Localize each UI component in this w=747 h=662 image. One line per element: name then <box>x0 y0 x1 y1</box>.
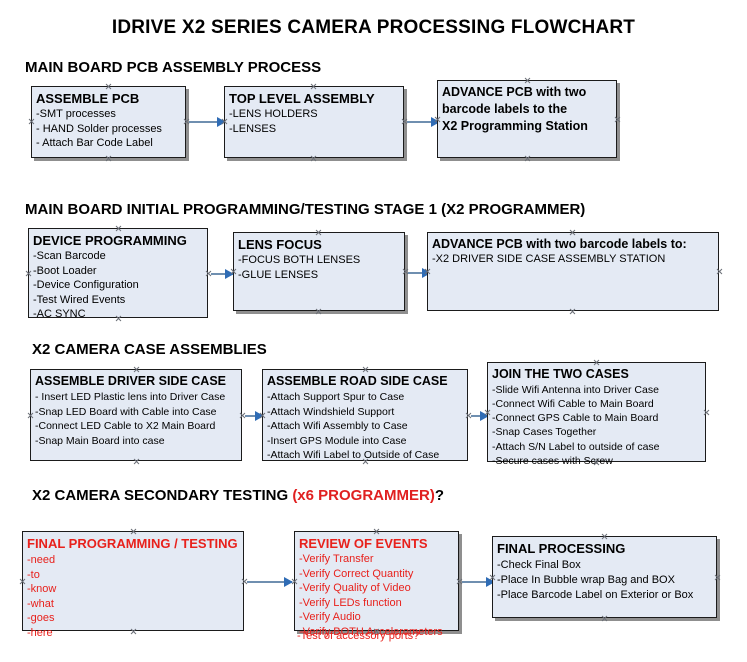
box-line: -Connect GPS Cable to Main Board <box>492 412 659 425</box>
section-heading-2-text: MAIN BOARD INITIAL PROGRAMMING/TESTING S… <box>25 201 586 218</box>
box-title: ASSEMBLE ROAD SIDE CASE <box>267 374 448 388</box>
box-title: REVIEW OF EVENTS <box>299 536 428 551</box>
box-assemble-road-side-case[interactable]: ASSEMBLE ROAD SIDE CASE -Attach Support … <box>262 369 468 461</box>
box-title: FINAL PROCESSING <box>497 541 626 556</box>
box-title: ADVANCE PCB with two barcode labels to: <box>432 237 687 251</box>
box-line: -Snap Cases Together <box>492 426 597 439</box>
box-line: -Boot Loader <box>33 264 97 277</box>
section-heading-4-red: (x6 PROGRAMMER) <box>292 487 435 504</box>
box-line: -Verify BOTH Accelerometers <box>299 625 443 638</box>
box-title: ASSEMBLE PCB <box>36 91 140 106</box>
box-title: ASSEMBLE DRIVER SIDE CASE <box>35 374 227 388</box>
box-device-programming[interactable]: DEVICE PROGRAMMING -Scan Barcode -Boot L… <box>28 228 208 320</box>
box-lens-focus[interactable]: LENS FOCUS -FOCUS BOTH LENSES -GLUE LENS… <box>233 232 405 311</box>
section-heading-4-tail: ? <box>434 487 444 504</box>
box-line: -Attach S/N Label to outside of case <box>492 440 660 453</box>
box-line: -Secure cases with Screw <box>492 454 613 467</box>
box-line: barcode labels to the <box>442 102 568 116</box>
box-line: -GLUE LENSES <box>238 268 319 281</box>
box-line: -Insert GPS Module into Case <box>267 434 407 447</box>
box-title: DEVICE PROGRAMMING <box>33 233 187 248</box>
box-review-of-events[interactable]: REVIEW OF EVENTS -Verify Transfer -Verif… <box>294 531 459 638</box>
arrow-driver-to-road <box>245 411 264 421</box>
box-top-level-assembly[interactable]: TOP LEVEL ASSEMBLY -LENS HOLDERS -LENSES <box>224 86 404 158</box>
arrow-toplevel-to-advance <box>407 117 440 127</box>
box-line: -Verify LEDs function <box>299 596 402 609</box>
box-line: -FOCUS BOTH LENSES <box>238 254 361 266</box>
page-title: IDRIVE X2 SERIES CAMERA PROCESSING FLOWC… <box>111 17 636 38</box>
box-line: -Snap LED Board with Cable into Case <box>35 405 217 418</box>
box-title: ADVANCE PCB with two <box>442 85 587 99</box>
box-line: -Connect Wifi Cable to Main Board <box>492 397 654 410</box>
section-heading-2: MAIN BOARD INITIAL PROGRAMMING/TESTING S… <box>25 201 585 218</box>
box-line: -LENS HOLDERS <box>229 108 318 120</box>
box-line: -Scan Barcode <box>33 250 106 262</box>
box-advance-pcb-2[interactable]: ADVANCE PCB with two barcode labels to: … <box>427 232 719 311</box>
box-line: -what <box>27 597 54 610</box>
section-heading-4-text: X2 CAMERA SECONDARY TESTING <box>32 487 293 504</box>
box-line: - HAND Solder processes <box>36 122 162 135</box>
box-line: -know <box>27 583 57 595</box>
box-assemble-pcb[interactable]: ASSEMBLE PCB -SMT processes - HAND Solde… <box>31 86 186 158</box>
box-line: -Verify Correct Quantity <box>299 567 414 580</box>
box-line: -Place In Bubble wrap Bag and BOX <box>497 574 675 586</box>
box-line: -Place Barcode Label on Exterior or Box <box>497 589 694 601</box>
box-line: -X2 DRIVER SIDE CASE ASSEMBLY STATION <box>432 253 666 265</box>
box-line: -AC SYNC <box>33 308 86 321</box>
box-line: -Check Final Box <box>497 559 581 571</box>
box-line: -Test Wired Events <box>33 293 126 306</box>
box-line: -Snap Main Board into case <box>35 434 165 447</box>
arrow-review-to-finalproc <box>462 577 495 587</box>
box-line: -LENSES <box>229 122 277 135</box>
box-assemble-driver-side-case[interactable]: ASSEMBLE DRIVER SIDE CASE - Insert LED P… <box>30 369 242 461</box>
section-heading-1: MAIN BOARD PCB ASSEMBLY PROCESS <box>25 59 321 76</box>
box-line: X2 Programming Station <box>442 119 588 133</box>
section-heading-1-text: MAIN BOARD PCB ASSEMBLY PROCESS <box>25 59 322 76</box>
box-line: -Verify Transfer <box>299 553 374 565</box>
box-line: -Attach Wifi Assembly to Case <box>267 420 408 432</box>
box-title: FINAL PROGRAMMING / TESTING <box>27 536 238 551</box>
box-line: -to <box>27 568 40 581</box>
arrow-lensfocus-to-advance <box>408 268 431 278</box>
box-line: -Connect LED Cable to X2 Main Board <box>35 420 216 432</box>
arrow-pcb-to-toplevel <box>189 117 226 127</box>
arrow-road-to-join <box>471 411 489 421</box>
arrow-device-to-lensfocus <box>211 269 234 279</box>
box-title: JOIN THE TWO CASES <box>492 367 629 381</box>
box-line: -SMT processes <box>36 108 116 120</box>
box-line: -goes <box>27 612 55 624</box>
box-line: -Verify Quality of Video <box>299 582 411 594</box>
box-line: -here <box>27 626 53 639</box>
box-line: - Attach Bar Code Label <box>36 137 153 149</box>
section-heading-3-text: X2 CAMERA CASE ASSEMBLIES <box>32 341 267 358</box>
box-line: -Attach Wifi Label to Outside of Case <box>267 449 440 461</box>
box-line: -need <box>27 554 56 566</box>
box-final-processing[interactable]: FINAL PROCESSING -Check Final Box -Place… <box>492 536 717 618</box>
section-heading-4: X2 CAMERA SECONDARY TESTING (x6 PROGRAMM… <box>32 487 444 504</box>
box-line: - Insert LED Plastic lens into Driver Ca… <box>35 391 226 403</box>
box-title: LENS FOCUS <box>238 237 322 252</box>
box-join-the-two-cases[interactable]: JOIN THE TWO CASES -Slide Wifi Antenna i… <box>487 362 706 467</box>
box-advance-pcb-1[interactable]: ADVANCE PCB with two barcode labels to t… <box>437 80 617 158</box>
section-heading-3: X2 CAMERA CASE ASSEMBLIES <box>32 341 267 358</box>
box-line: -Device Configuration <box>33 279 139 292</box>
box-title: TOP LEVEL ASSEMBLY <box>229 91 375 106</box>
box-line: -Attach Support Spur to Case <box>267 391 405 403</box>
box-line: -Verify Audio <box>299 611 361 623</box>
box-final-programming-testing[interactable]: FINAL PROGRAMMING / TESTING -need -to -k… <box>22 531 244 639</box>
box-line-overflow: -Test of accessory ports? <box>297 630 420 642</box>
box-line: -Attach Windshield Support <box>267 405 395 418</box>
arrow-finalprog-to-review <box>247 577 293 587</box>
box-line: -Slide Wifi Antenna into Driver Case <box>492 383 659 396</box>
